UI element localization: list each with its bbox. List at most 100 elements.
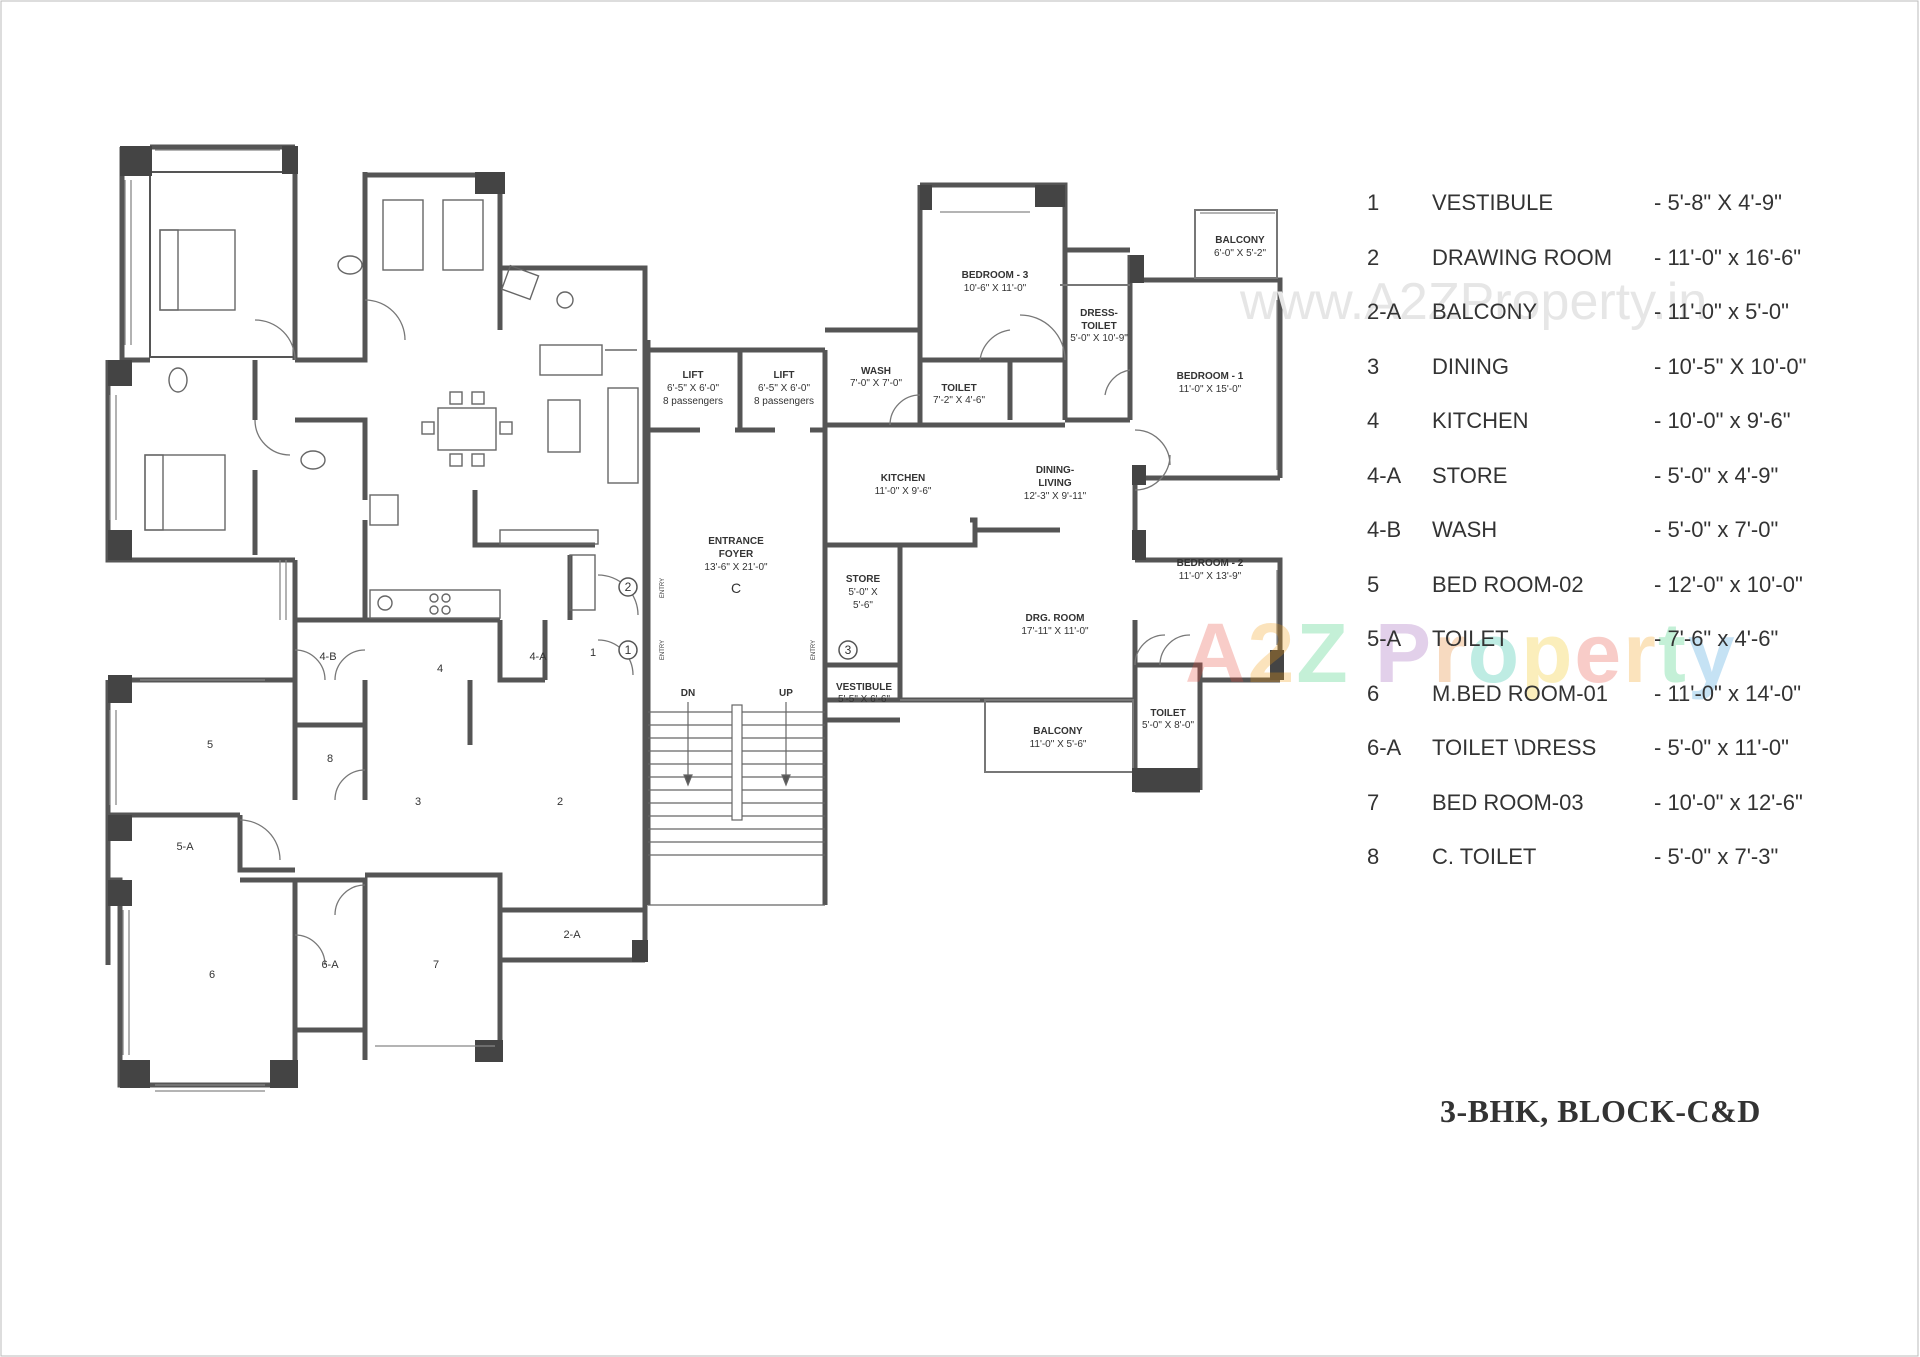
stairs <box>648 702 825 906</box>
legend-number: 7 <box>1367 789 1380 815</box>
legend-room-size: - 7'-6" x 4'-6" <box>1654 626 1779 651</box>
stairs-dn: DN <box>681 688 695 699</box>
bed-icon <box>159 229 236 311</box>
sofa-icon <box>442 199 484 271</box>
legend-room-name: WASH <box>1432 517 1498 542</box>
left-unit-columns <box>108 146 648 1088</box>
bedroom-3-dim: 10'-6" X 11'-0" <box>964 283 1027 294</box>
drg-room-dim: 17'-11" X 11'-0" <box>1021 626 1089 637</box>
toilet-icon <box>337 255 363 275</box>
bedroom-1-dim: 11'-0" X 15'-0" <box>1179 384 1242 395</box>
kitchen-dim: 11'-0" X 9'-6" <box>875 486 932 497</box>
lift-2-dim: 6'-5" X 6'-0" <box>758 383 811 394</box>
sink-icon <box>377 595 393 611</box>
room-tag-3: 3 <box>415 796 421 808</box>
vestibule-dim: 5'-5" X 6'-6" <box>838 694 891 705</box>
legend-room-name: BALCONY <box>1432 299 1538 324</box>
room-tag-5a: 5-A <box>176 841 194 853</box>
dress-toilet-name-1: DRESS- <box>1080 308 1118 319</box>
entry-label-3: ENTRY <box>811 640 817 660</box>
dining-table-icon <box>437 407 497 451</box>
room-tag-5: 5 <box>207 739 213 751</box>
bed-icon <box>144 454 226 531</box>
room-tag-2a: 2-A <box>563 929 581 941</box>
entry-label-1: ENTRY <box>660 578 666 598</box>
sofa-icon <box>539 344 603 376</box>
left-unit-walls <box>105 144 648 1088</box>
wash-dim: 7'-0" X 7'-0" <box>850 378 903 389</box>
legend-room-name: M.BED ROOM-01 <box>1432 680 1609 706</box>
legend-room-size: - 11'-0" x 5'-0" <box>1654 299 1789 324</box>
door-marker-3-label: 3 <box>845 643 852 657</box>
legend-number: 6 <box>1367 680 1380 706</box>
legend-room-name: BED ROOM-03 <box>1432 789 1584 815</box>
legend-room-name: C. TOILET <box>1432 844 1537 869</box>
lift-1-dim: 6'-5" X 6'-0" <box>667 383 720 394</box>
legend-room-name: TOILET \DRESS <box>1432 735 1597 760</box>
legend-room-size: - 10'-0" x 12'-6" <box>1654 789 1803 815</box>
toilet-bottom-name: TOILET <box>1150 708 1185 719</box>
vestibule-name: VESTIBULE <box>836 682 892 693</box>
dress-toilet-name-2: TOILET <box>1081 321 1116 332</box>
bedroom-2-name: BEDROOM - 2 <box>1177 558 1244 569</box>
room-tag-8: 8 <box>327 753 333 765</box>
lift-2-capacity: 8 passengers <box>754 396 814 407</box>
legend-room-name: STORE <box>1432 462 1508 488</box>
balcony-top-dim: 6'-0" X 5'-2" <box>1214 248 1267 259</box>
legend-number: 8 <box>1367 844 1380 869</box>
door-markers <box>618 577 858 660</box>
room-tag-6: 6 <box>209 969 215 981</box>
dress-toilet-dim: 5'-0" X 10'-9" <box>1070 333 1128 344</box>
legend-room-size: - 5'-0" x 4'-9" <box>1654 462 1779 488</box>
legend-number: 2-A <box>1367 299 1402 324</box>
toilet-icon <box>168 367 188 393</box>
balcony-bottom-dim: 11'-0" X 5'-6" <box>1030 739 1087 750</box>
room-tag-4b: 4-B <box>319 651 336 663</box>
left-unit-furniture <box>144 199 639 619</box>
toilet-top-dim: 7'-2" X 4'-6" <box>933 395 986 406</box>
right-unit-windows <box>940 211 1278 645</box>
legend-room-size: - 12'-0" x 10'-0" <box>1654 571 1803 597</box>
lift-2-name: LIFT <box>773 370 794 381</box>
door-marker-1-label: 1 <box>625 643 632 657</box>
foyer-name-1: ENTRANCE <box>708 536 764 547</box>
legend-room-name: VESTIBULE <box>1432 190 1554 215</box>
lift-1-name: LIFT <box>682 370 703 381</box>
store-name: STORE <box>846 574 881 585</box>
door-marker-3 <box>838 640 858 660</box>
legend-room-size: - 11'-0" x 14'-0" <box>1654 680 1802 706</box>
stairs-up: UP <box>779 688 793 699</box>
legend-number: 4-B <box>1367 517 1402 542</box>
stove-icon <box>429 593 439 603</box>
toilet-top-name: TOILET <box>941 383 976 394</box>
legend-number: 1 <box>1367 190 1380 215</box>
left-unit-windows <box>109 149 495 1092</box>
legend-room-name: BED ROOM-02 <box>1432 571 1584 597</box>
legend-room-name: KITCHEN <box>1432 408 1529 433</box>
plan-title: 3-BHK, BLOCK-C&D <box>1440 1093 1761 1129</box>
legend-room-size: - 5'-8" X 4'-9" <box>1654 190 1782 215</box>
watermark-url: www.A2ZProperty.in <box>1240 273 1708 331</box>
legend-room-size: - 5'-0" x 11'-0" <box>1654 735 1789 760</box>
room-tag-1: 1 <box>590 647 596 659</box>
foyer-name-2: FOYER <box>719 549 754 560</box>
kitchen-counter <box>369 589 501 619</box>
bedroom-1-name: BEDROOM - 1 <box>1177 371 1244 382</box>
foyer-dim: 13'-6" X 21'-0" <box>704 562 768 573</box>
dining-living-name-2: LIVING <box>1038 478 1072 489</box>
bedroom-3-name: BEDROOM - 3 <box>962 270 1029 281</box>
legend-number: 4 <box>1367 408 1380 433</box>
bedroom-2-dim: 11'-0" X 13'-9" <box>1179 571 1242 582</box>
legend-number: 3 <box>1367 353 1380 379</box>
dining-living-name-1: DINING- <box>1036 465 1074 476</box>
room-tag-2: 2 <box>557 796 563 808</box>
kitchen-name: KITCHEN <box>881 473 925 484</box>
sofa-icon <box>607 387 639 484</box>
balcony-top-name: BALCONY <box>1215 235 1265 246</box>
legend-room-size: - 10'-0" x 9'-6" <box>1654 408 1791 433</box>
door-marker-2 <box>618 577 638 597</box>
lift-1-capacity: 8 passengers <box>663 396 723 407</box>
right-unit-columns <box>920 185 1284 792</box>
legend-room-name: DRAWING ROOM <box>1432 244 1613 270</box>
